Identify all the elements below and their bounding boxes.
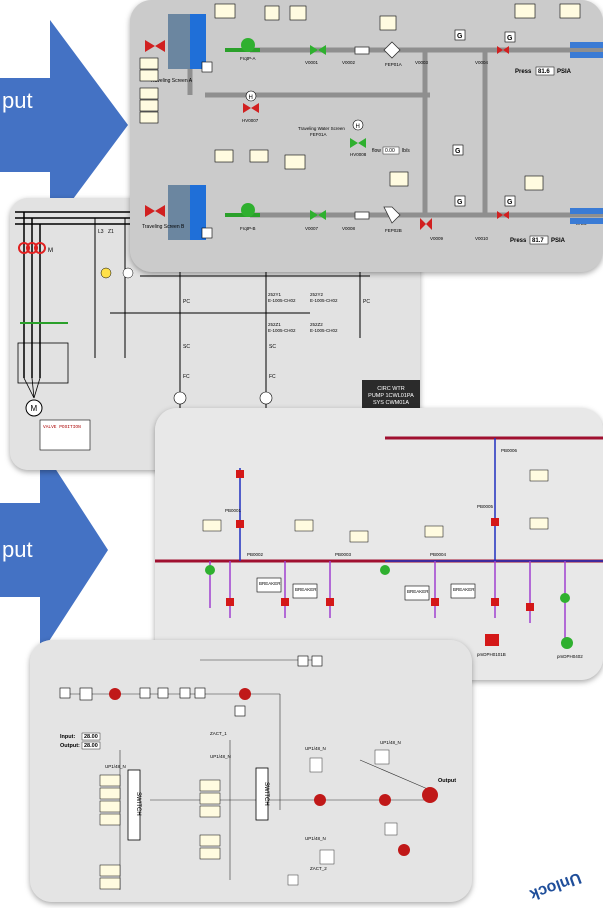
generator-g-5: G: [455, 148, 461, 155]
flow-value: 0.00: [385, 148, 395, 154]
valve-v0008: V0008: [342, 226, 356, 231]
switch-label-2: SWITCH: [263, 782, 269, 806]
switch-block-1: SWITCH: [127, 769, 141, 841]
press-bottom-value: 81.7: [532, 238, 544, 244]
valve-v0004: V0004: [475, 60, 489, 65]
rating-z1: Z1: [108, 229, 114, 235]
screen-a-label: Traveling Screen A: [150, 78, 193, 84]
block-label-5: UP1/48_N: [305, 836, 326, 841]
pump-pmdph0402: pmDPH0402: [557, 654, 583, 659]
generator-g-3: G: [457, 199, 463, 206]
zact-2-label: ZACT_2: [310, 866, 327, 871]
breaker-label-2: BREAKER: [295, 587, 317, 592]
arrow-2: [0, 445, 108, 655]
valve-position-tag-1: VALVE POSITION: [43, 424, 81, 430]
valve-v0001: V0001: [305, 60, 319, 65]
pump-pmdph0101b: pmDPH0101B: [477, 652, 506, 657]
flow-label: flow: [372, 148, 381, 154]
breaker-sc-2: SC: [269, 344, 276, 350]
water-screen-id: FEF01A: [310, 132, 327, 137]
relay-252z2: 252Z2: [310, 322, 323, 327]
hv0008-label: HV0008: [350, 152, 367, 157]
breaker-fc-2: FC: [269, 374, 276, 380]
pump-a-label: FrqtP-A: [240, 56, 256, 61]
svg-text:M: M: [48, 248, 53, 254]
valve-v0002: V0002: [342, 60, 356, 65]
bus-pb0002: PB0002: [247, 552, 264, 557]
relay-252y1: 252Y1: [268, 292, 282, 297]
pump-panel-line2: PUMP 1CWL01PA: [368, 393, 414, 399]
motor-label: M: [31, 404, 38, 413]
logo-text: Unlock: [527, 870, 583, 903]
hand-valve-h-2: H: [356, 124, 360, 130]
press-bottom-unit: PSIA: [551, 238, 566, 244]
breaker-label-4: BREAKER: [453, 587, 475, 592]
arrow-1-label: put: [2, 88, 33, 113]
output-node-label: Output: [438, 778, 456, 784]
bus-breaker-panel: BREAKER BREAKER BREAKER BREAKER PB0001 P…: [155, 408, 603, 680]
block-label-4: UP1/48_N: [380, 740, 401, 745]
hv0007-label: HV0007: [242, 118, 259, 123]
breaker-fc-1: FC: [183, 374, 190, 380]
valve-v0007: V0007: [305, 226, 319, 231]
switch-block-2: SWITCH: [255, 767, 269, 821]
breaker-label-3: BREAKER: [407, 589, 429, 594]
press-top-value: 81.6: [538, 69, 550, 75]
water-screen-label: Traveling Water Screen: [298, 126, 345, 131]
press-top-label: Press: [515, 69, 532, 75]
press-top-unit: PSIA: [557, 69, 572, 75]
traveling-screen-a: Traveling Screen A: [150, 14, 206, 84]
arrow-2-label: put: [2, 537, 33, 562]
hand-valve-h-1: H: [249, 95, 253, 101]
breaker-pc-3: PC: [363, 299, 370, 305]
bus-pb0005: PB0005: [477, 504, 494, 509]
press-bottom-label: Press: [510, 238, 527, 244]
pump-panel-line3: SYS CWM01A: [373, 400, 409, 406]
output-value: 28.00: [84, 743, 98, 749]
traveling-screen-b: Traveling Screen B: [142, 185, 206, 240]
valve-v0003: V0003: [415, 60, 429, 65]
contact-3: E-1005-CH02: [268, 328, 296, 333]
input-label: Input:: [60, 734, 75, 740]
bus-pb0004: PB0004: [430, 552, 447, 557]
generator-g-4: G: [507, 199, 513, 206]
water-process-panel: Traveling Screen A Traveling Screen B: [130, 0, 603, 272]
unlock-logo: Unlock: [527, 870, 583, 903]
contact-2: E-1005-CH02: [310, 298, 338, 303]
breaker-label-1: BREAKER: [259, 581, 281, 586]
contact-4: E-1005-CH02: [310, 328, 338, 333]
bus-pb0003: PB0003: [335, 552, 352, 557]
switch-label-1: SWITCH: [135, 792, 141, 816]
output-label: Output:: [60, 743, 80, 749]
contact-1: E-1005-CH02: [268, 298, 296, 303]
relay-252y2: 252Y2: [310, 292, 324, 297]
input-value: 28.00: [84, 734, 98, 740]
relay-252z1: 252Z1: [268, 322, 281, 327]
block-label-3: UP1/48_N: [305, 746, 326, 751]
filter-a-label: FEP01A: [385, 62, 402, 67]
generator-g-2: G: [507, 35, 513, 42]
block-label-1: UP1/48_N: [105, 764, 126, 769]
bus-pb0001: PB0001: [225, 508, 242, 513]
pump-b-label: FrqtP-B: [240, 226, 256, 231]
zact-1-label: ZACT_1: [210, 731, 227, 736]
generator-g-1: G: [457, 33, 463, 40]
breaker-sc-1: SC: [183, 344, 190, 350]
rating-l3: L3: [98, 229, 104, 235]
logic-diagram-panel: SWITCH SWITCH Input: 28.00 Output: 28.00…: [30, 640, 472, 902]
screen-b-label: Traveling Screen B: [142, 224, 185, 230]
pump-panel-line1: CIRC WTR: [377, 386, 405, 392]
breaker-pc-1: PC: [183, 299, 190, 305]
arrow-1: [0, 20, 128, 230]
valve-v0010: V0010: [475, 236, 489, 241]
flow-unit: lb/s: [402, 148, 410, 154]
filter-b-label: FEP02B: [385, 228, 402, 233]
block-label-2: UP1/48_N: [210, 754, 231, 759]
bus-pb0006: PB0006: [501, 448, 518, 453]
valve-v0009: V0009: [430, 236, 444, 241]
